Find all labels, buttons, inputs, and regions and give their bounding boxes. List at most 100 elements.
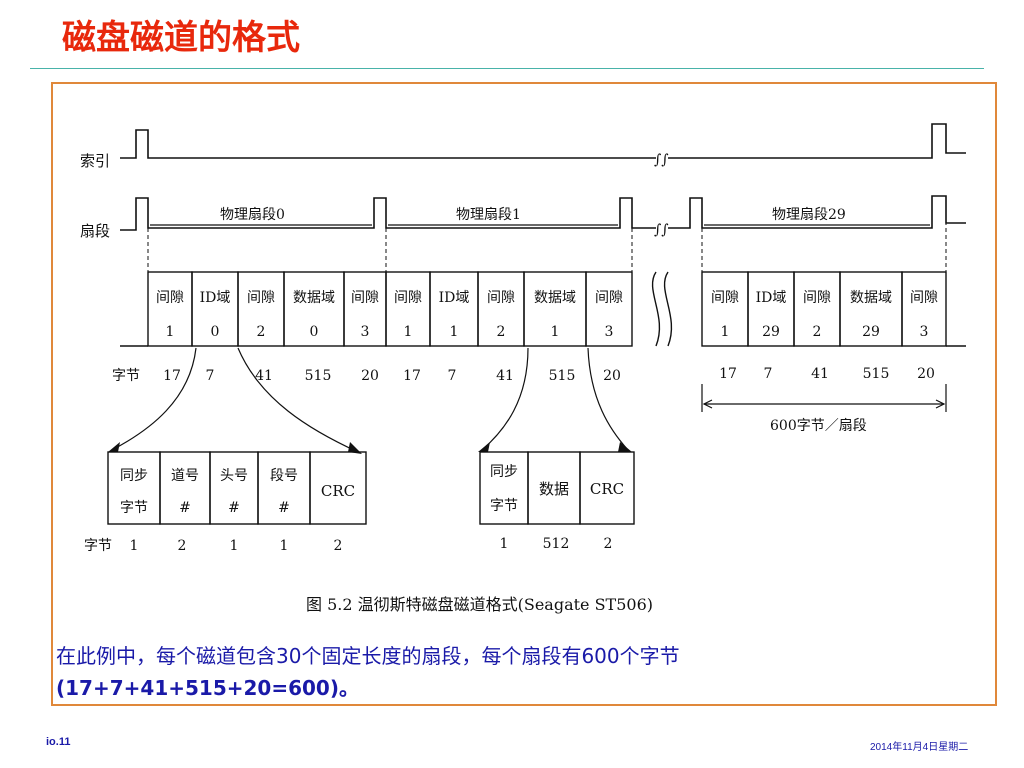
guide-lines <box>147 200 947 272</box>
id-byte-count: 1 <box>230 538 239 554</box>
explanation-text: 在此例中，每个磁道包含30个固定长度的扇段，每个扇段有600个字节 (17+7+… <box>56 640 976 704</box>
data-field-cell-name: CRC <box>590 480 624 498</box>
byte-count: 20 <box>361 368 379 384</box>
byte-count: 515 <box>863 366 890 382</box>
field-cell-name: 数据域 <box>534 290 576 306</box>
footer-date: 2014年11月4日星期二 <box>870 742 969 753</box>
id-field-cell-sub: # <box>278 500 290 516</box>
byte-count: 7 <box>206 368 215 384</box>
field-cell-index: 1 <box>450 324 459 340</box>
data-bytes-row: 1 512 2 <box>500 536 613 552</box>
byte-count: 17 <box>163 368 181 384</box>
slide-title: 磁盘磁道的格式 <box>62 18 300 58</box>
id-bytes-label: 字节 <box>84 538 112 554</box>
field-cell-index: 1 <box>404 324 413 340</box>
field-cell-index: 1 <box>166 324 175 340</box>
id-field-cell-name: 头号 <box>220 468 248 484</box>
id-field-cell-sub: # <box>179 500 191 516</box>
field-cell <box>901 271 947 347</box>
field-cell-index: 1 <box>721 324 730 340</box>
footer-page-id: io.11 <box>46 736 71 748</box>
byte-count: 515 <box>549 368 576 384</box>
field-cell-index: 0 <box>211 324 220 340</box>
byte-count: 7 <box>448 368 457 384</box>
field-cell-index: 2 <box>813 324 822 340</box>
field-cell-index: 1 <box>551 324 560 340</box>
bytes-row-label: 字节 <box>112 368 140 384</box>
id-byte-count: 1 <box>130 538 139 554</box>
data-field-cell-sub: 字节 <box>490 498 518 514</box>
field-cell-index: 3 <box>605 324 614 340</box>
explanation-line-2: (17+7+41+515+20=600)。 <box>56 676 359 700</box>
byte-count: 20 <box>917 366 935 382</box>
field-cell <box>585 271 633 347</box>
field-cell-index: 29 <box>762 324 780 340</box>
byte-count: 17 <box>403 368 421 384</box>
data-field-cell <box>579 451 635 525</box>
index-break-mark: ∫∫ <box>654 152 669 168</box>
figure-caption: 图 5.2 温彻斯特磁盘磁道格式(Seagate ST506) <box>306 595 653 614</box>
field-cell-name: 间隙 <box>910 290 938 306</box>
field-cell-index: 0 <box>310 324 319 340</box>
byte-count: 41 <box>496 368 514 384</box>
id-byte-count: 2 <box>178 538 187 554</box>
sector-label-29: 物理扇段29 <box>772 207 846 223</box>
id-field-cell-sub: 字节 <box>120 500 148 516</box>
sector-size-label: 600字节／扇段 <box>770 418 867 434</box>
id-field-cell-name: CRC <box>321 482 355 500</box>
expansion-arrowheads <box>108 442 632 454</box>
index-pulse-line-right <box>668 123 966 159</box>
field-cell-name: 间隙 <box>247 290 275 306</box>
field-cell-index: 3 <box>920 324 929 340</box>
field-cell-name: 间隙 <box>595 290 623 306</box>
field-cell-name: ID域 <box>200 290 231 306</box>
field-cell-name: 数据域 <box>293 290 335 306</box>
id-field-cell-sub: # <box>228 500 240 516</box>
field-cell-index: 3 <box>361 324 370 340</box>
index-row-label: 索引 <box>80 152 110 170</box>
index-pulse-line <box>120 129 656 159</box>
sector-break-mark: ∫∫ <box>654 222 669 238</box>
field-cell-name: 间隙 <box>394 290 422 306</box>
title-divider <box>30 68 984 69</box>
field-cell-index: 2 <box>257 324 266 340</box>
explanation-line-1: 在此例中，每个磁道包含30个固定长度的扇段，每个扇段有600个字节 <box>56 644 680 668</box>
field-cell-name: ID域 <box>439 290 470 306</box>
sector-label-0: 物理扇段0 <box>220 207 285 223</box>
field-cell-name: 间隙 <box>351 290 379 306</box>
field-cell-name: 间隙 <box>156 290 184 306</box>
table-break-mark <box>651 271 673 347</box>
sector-pulse-line <box>120 197 656 231</box>
data-byte-count: 512 <box>543 536 570 552</box>
expansion-curves <box>111 347 629 453</box>
id-field-cell-name: 道号 <box>171 468 199 484</box>
field-table: 间隙 1 ID域 0 间隙 2 数据域 0 间隙 3 间隙 1 ID域 1 间隙 2 数据域 1 间隙 3 间隙 1 ID域… <box>120 271 966 347</box>
id-field-cell <box>309 451 367 525</box>
byte-count: 20 <box>603 368 621 384</box>
byte-count: 41 <box>255 368 273 384</box>
id-byte-count: 2 <box>334 538 343 554</box>
data-field-cell-name: 同步 <box>490 464 518 480</box>
field-cell-name: 间隙 <box>487 290 515 306</box>
field-cell-index: 2 <box>497 324 506 340</box>
field-cell-name: ID域 <box>756 290 787 306</box>
data-field-cell-name: 数据 <box>539 480 569 498</box>
data-byte-count: 1 <box>500 536 509 552</box>
sector-size-span <box>701 384 947 412</box>
byte-count: 41 <box>811 366 829 382</box>
sector-row-label: 扇段 <box>80 222 110 240</box>
id-field-cell-name: 同步 <box>120 468 148 484</box>
byte-count: 515 <box>305 368 332 384</box>
sector-label-1: 物理扇段1 <box>456 207 521 223</box>
field-cell-name: 间隙 <box>803 290 831 306</box>
field-cell-name: 数据域 <box>850 290 892 306</box>
byte-count: 7 <box>764 366 773 382</box>
field-cell-name: 间隙 <box>711 290 739 306</box>
data-byte-count: 2 <box>604 536 613 552</box>
figure-frame <box>51 82 997 706</box>
